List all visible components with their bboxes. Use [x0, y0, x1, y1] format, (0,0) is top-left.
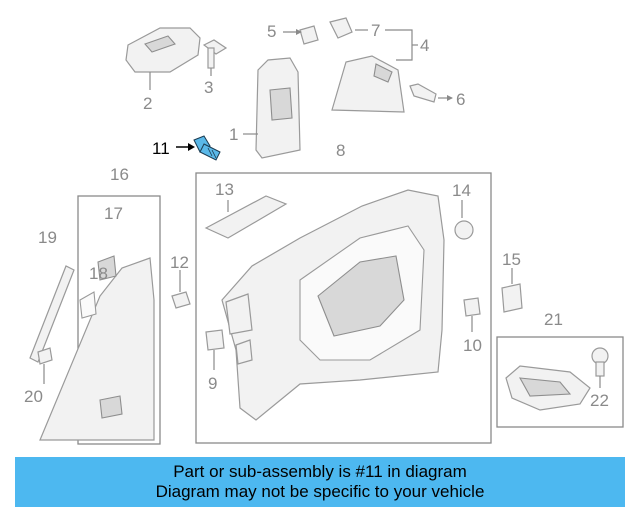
label-part-12: 12	[170, 253, 189, 272]
label-part-4: 4	[420, 36, 430, 55]
part-1-pillar-trim	[243, 57, 301, 159]
label-part-9: 9	[208, 374, 218, 393]
label-part-15: 15	[502, 250, 521, 269]
part-12-pin	[171, 270, 191, 309]
label-part-21: 21	[544, 310, 563, 329]
group-box-16	[77, 195, 161, 445]
label-part-22: 22	[590, 391, 609, 410]
callout-line-part: Part or sub-assembly is #11 in diagram	[173, 462, 467, 481]
part-2-bracket	[125, 27, 201, 90]
part-13-handle	[204, 195, 288, 239]
callout-banner: Part or sub-assembly is #11 in diagram D…	[15, 457, 625, 507]
label-part-2: 2	[143, 94, 153, 113]
label-part-16: 16	[110, 165, 129, 184]
part-22-screw	[591, 347, 609, 388]
part-14-cap	[454, 200, 474, 240]
label-part-20: 20	[24, 387, 43, 406]
label-part-6: 6	[456, 90, 466, 109]
group-box-8	[195, 172, 492, 444]
label-part-11: 11	[152, 139, 170, 158]
label-part-18: 18	[89, 264, 108, 283]
label-part-5: 5	[267, 22, 277, 41]
part-9-clip	[205, 329, 225, 370]
label-part-14: 14	[452, 181, 471, 200]
part-4-corner-trim	[331, 29, 418, 113]
label-part-10: 10	[463, 336, 482, 355]
part-21-lamp	[505, 365, 591, 411]
part-20-pin	[37, 347, 53, 384]
label-part-17: 17	[104, 204, 123, 223]
part-19-strip	[29, 265, 75, 363]
part-5-clip	[283, 25, 319, 45]
part-11-bolt	[176, 135, 221, 161]
label-part-8: 8	[336, 141, 346, 160]
part-15-bracket	[501, 268, 523, 313]
label-part-13: 13	[215, 180, 234, 199]
label-part-7: 7	[371, 21, 381, 40]
parts-diagram	[29, 17, 624, 445]
part-16-lower-trim	[39, 255, 155, 441]
label-part-3: 3	[204, 78, 214, 97]
part-6-bolt	[409, 83, 453, 103]
part-7-clip	[329, 17, 368, 39]
part-3-clip	[202, 39, 228, 76]
callout-line-disclaimer: Diagram may not be specific to your vehi…	[155, 482, 485, 501]
part-8-quarter-panel	[221, 189, 445, 421]
label-part-1: 1	[229, 125, 239, 144]
label-part-19: 19	[38, 228, 57, 247]
part-10-clip	[463, 297, 481, 332]
group-box-21	[496, 336, 624, 428]
